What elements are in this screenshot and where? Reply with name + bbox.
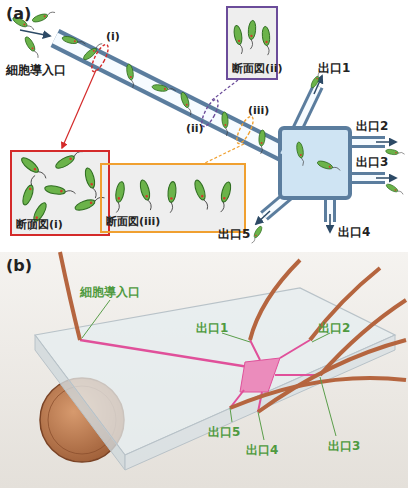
part-label: 細胞導入口 xyxy=(6,62,66,79)
part-label: 出口2 xyxy=(356,118,388,135)
device-photo xyxy=(0,252,408,488)
part-label: (ii) xyxy=(186,122,204,135)
part-label: 出口3 xyxy=(328,438,360,455)
part-label: (iii) xyxy=(248,104,269,117)
part-label: 出口1 xyxy=(196,320,228,337)
part-label: 出口1 xyxy=(318,60,350,77)
inset-title: 断面図(iii) xyxy=(106,214,160,229)
cross-section-inset: 断面図(ii) xyxy=(226,6,278,80)
inset-backgrounds xyxy=(11,7,277,235)
panel-letter: (b) xyxy=(6,256,32,275)
inset-cells xyxy=(20,20,272,232)
photo-leader-lines xyxy=(82,300,336,440)
part-label: (i) xyxy=(106,30,120,43)
cross-section-inset: 断面図(i) xyxy=(10,150,110,236)
inset-title: 断面図(ii) xyxy=(232,61,283,76)
part-label: 出口3 xyxy=(356,154,388,171)
part-label: 出口2 xyxy=(318,320,350,337)
part-label: 出口5 xyxy=(218,226,250,243)
part-label: 細胞導入口 xyxy=(80,284,140,301)
inset-title: 断面図(i) xyxy=(16,217,63,232)
euglena-cells xyxy=(12,10,405,245)
panel-letter: (a) xyxy=(6,4,31,23)
part-label: 出口4 xyxy=(338,224,370,241)
cross-section-inset: 断面図(iii) xyxy=(100,163,246,233)
part-label: 出口5 xyxy=(208,424,240,441)
part-label: 出口4 xyxy=(246,442,278,459)
